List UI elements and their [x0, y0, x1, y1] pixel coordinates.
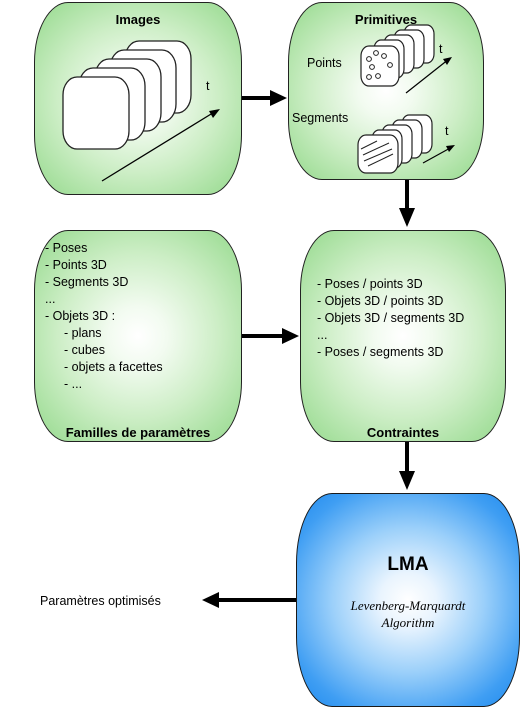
point-marker: [369, 64, 375, 70]
images-title: Images: [115, 12, 161, 27]
arrow-contraintes-to-lma-head: [399, 471, 415, 490]
familles-item: - Objets 3D :: [45, 309, 116, 323]
contraintes-item: - Poses / segments 3D: [317, 345, 444, 359]
image-frame: [62, 76, 130, 150]
lma-panel: LMA Levenberg-Marquardt Algorithm: [296, 493, 520, 707]
familles-title: Familles de paramètres: [65, 425, 211, 440]
time-axis-arrowhead: [209, 109, 220, 118]
segments-frame: [357, 134, 399, 174]
familles-panel: - Poses - Points 3D - Segments 3D ... - …: [34, 230, 242, 442]
arrow-images-to-primitives-head: [270, 90, 287, 106]
lma-title: LMA: [387, 554, 429, 575]
segments-time-axis-arrowhead: [446, 145, 455, 152]
familles-item: - ...: [64, 377, 83, 391]
point-marker: [366, 56, 372, 62]
point-marker: [366, 74, 372, 80]
segment-marker: [367, 153, 394, 167]
segments-label: Segments: [292, 111, 349, 125]
segment-marker: [360, 140, 378, 150]
familles-item: - plans: [64, 326, 102, 340]
arrow-lma-to-output: [217, 598, 296, 602]
arrow-images-to-primitives: [242, 96, 272, 100]
arrow-lma-to-output-head: [202, 592, 219, 608]
time-label: t: [206, 79, 210, 93]
familles-item: - Segments 3D: [45, 275, 129, 289]
contraintes-item: - Objets 3D / segments 3D: [317, 311, 465, 325]
arrow-primitives-to-contraintes: [405, 180, 409, 210]
point-marker: [375, 73, 381, 79]
familles-list: - Poses - Points 3D - Segments 3D ... - …: [45, 240, 163, 393]
contraintes-list: - Poses / points 3D - Objets 3D / points…: [317, 276, 464, 361]
segments-time-label: t: [445, 124, 449, 138]
point-marker: [381, 53, 387, 59]
contraintes-item: ...: [317, 328, 328, 342]
lma-subtitle: Levenberg-Marquardt Algorithm: [297, 597, 519, 631]
points-time-axis: [405, 58, 450, 94]
primitives-panel: Primitives Points Segments t t: [288, 2, 484, 180]
segment-markers: [360, 140, 394, 167]
segment-marker: [362, 142, 390, 156]
point-marker: [387, 62, 393, 68]
arrow-familles-to-contraintes: [242, 334, 284, 338]
segments-time-axis: [422, 146, 453, 164]
contraintes-panel: - Poses / points 3D - Objets 3D / points…: [300, 230, 506, 442]
arrow-primitives-to-contraintes-head: [399, 208, 415, 227]
points-label: Points: [307, 56, 342, 70]
primitives-illustration: [357, 24, 455, 174]
familles-item: ...: [45, 292, 56, 306]
familles-item: - cubes: [64, 343, 105, 357]
points-frame: [360, 45, 400, 87]
arrow-familles-to-contraintes-head: [282, 328, 299, 344]
segment-marker: [363, 148, 393, 162]
point-markers: [366, 50, 393, 80]
familles-item: - Poses: [45, 241, 88, 255]
images-panel: Images t: [34, 2, 242, 195]
image-stack-illustration: [62, 40, 220, 182]
points-time-axis-arrowhead: [443, 57, 452, 65]
time-axis: [101, 110, 217, 182]
familles-item: - objets a facettes: [64, 360, 163, 374]
lma-subtitle-line2: Algorithm: [381, 615, 435, 630]
contraintes-item: - Objets 3D / points 3D: [317, 294, 444, 308]
contraintes-item: - Poses / points 3D: [317, 277, 423, 291]
points-time-label: t: [439, 42, 443, 56]
arrow-contraintes-to-lma: [405, 442, 409, 473]
lma-subtitle-line1: Levenberg-Marquardt: [350, 598, 466, 613]
familles-item: - Points 3D: [45, 258, 107, 272]
output-label: Paramètres optimisés: [40, 594, 161, 608]
primitives-title: Primitives: [354, 12, 418, 27]
contraintes-title: Contraintes: [366, 425, 440, 440]
point-marker: [373, 50, 379, 56]
